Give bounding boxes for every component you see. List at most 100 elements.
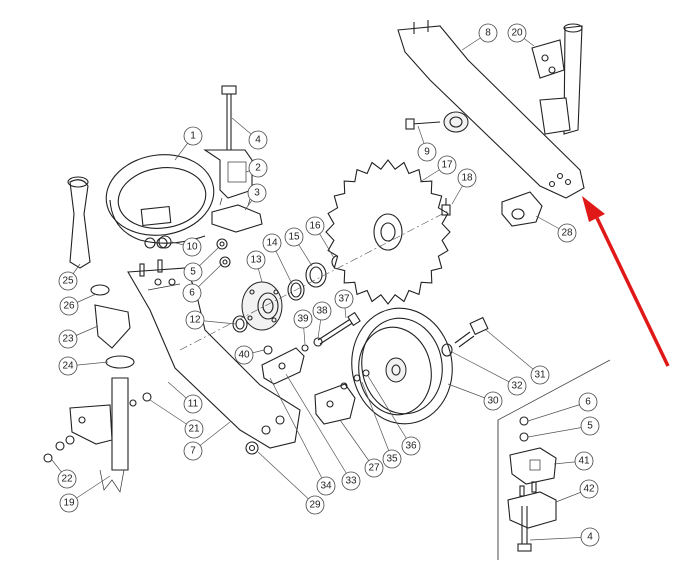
callout-19: 19 bbox=[59, 493, 79, 513]
callout-10: 10 bbox=[182, 237, 202, 257]
inset-callout-4-circle bbox=[580, 527, 600, 547]
callout-2-label: 2 bbox=[255, 163, 261, 174]
inset-callout-41-circle bbox=[574, 451, 594, 471]
callout-3: 3 bbox=[247, 183, 267, 203]
callout-7: 7 bbox=[183, 441, 203, 461]
callout-22-label: 22 bbox=[61, 474, 73, 485]
callout-12-circle bbox=[185, 310, 205, 330]
arm-bolt-set bbox=[263, 311, 361, 355]
inset-callout-6-leader bbox=[527, 401, 589, 422]
highlight-arrow bbox=[582, 196, 670, 367]
callout-6: 6 bbox=[182, 283, 202, 303]
callout-19-circle bbox=[59, 493, 79, 513]
callout-27-label: 27 bbox=[368, 463, 380, 474]
callout-14-circle bbox=[262, 233, 282, 253]
callout-4: 4 bbox=[248, 130, 268, 150]
callout-2-circle bbox=[248, 158, 268, 178]
callout-27-circle bbox=[364, 458, 384, 478]
callout-16-circle bbox=[305, 216, 325, 236]
inset-callout-42-label: 42 bbox=[583, 484, 595, 495]
upper-brackets bbox=[203, 85, 263, 233]
callout-1: 1 bbox=[183, 126, 203, 146]
callout-8-circle bbox=[478, 23, 498, 43]
callout-32-label: 32 bbox=[511, 381, 523, 392]
callout-37: 37 bbox=[334, 289, 354, 309]
callout-33-circle bbox=[341, 471, 361, 491]
callout-21: 21 bbox=[184, 419, 204, 439]
callout-33-label: 33 bbox=[345, 476, 357, 487]
callout-28: 28 bbox=[557, 223, 577, 243]
callout-22-circle bbox=[57, 469, 77, 489]
callout-34: 34 bbox=[316, 476, 336, 496]
callout-33-leader bbox=[285, 373, 352, 482]
callout-31-leader bbox=[485, 329, 541, 376]
callout-26: 26 bbox=[59, 296, 79, 316]
callout-35-circle bbox=[382, 449, 402, 469]
inset-callout-4-label: 4 bbox=[587, 532, 593, 543]
callout-9-label: 9 bbox=[424, 147, 430, 158]
callout-2: 2 bbox=[248, 158, 268, 178]
callout-24-circle bbox=[58, 356, 78, 376]
callout-23-circle bbox=[58, 329, 78, 349]
callout-15-label: 15 bbox=[288, 232, 300, 243]
callout-39-label: 39 bbox=[297, 314, 309, 325]
callout-17: 17 bbox=[437, 155, 457, 175]
inset-callout-42-circle bbox=[579, 479, 599, 499]
callout-4-circle bbox=[248, 130, 268, 150]
inset-callout-41: 41 bbox=[574, 451, 594, 471]
hardware-stack bbox=[158, 235, 231, 268]
seed-tube-assembly bbox=[43, 176, 152, 493]
callout-38-circle bbox=[312, 301, 332, 321]
callout-40: 40 bbox=[234, 345, 254, 365]
callout-6-circle bbox=[182, 283, 202, 303]
callout-40-label: 40 bbox=[238, 350, 250, 361]
callout-13-label: 13 bbox=[250, 255, 262, 266]
callout-21-circle bbox=[184, 419, 204, 439]
disc-bolt bbox=[441, 198, 451, 216]
callout-18-circle bbox=[457, 168, 477, 188]
callout-31-label: 31 bbox=[534, 370, 546, 381]
callout-26-circle bbox=[59, 296, 79, 316]
closing-wheel bbox=[351, 307, 453, 425]
callout-30-label: 30 bbox=[487, 396, 499, 407]
callout-25-circle bbox=[58, 271, 78, 291]
callout-6-label: 6 bbox=[189, 288, 195, 299]
callout-11: 11 bbox=[183, 394, 203, 414]
inset-callout-6-label: 6 bbox=[585, 397, 591, 408]
callout-33: 33 bbox=[341, 471, 361, 491]
callout-17-label: 17 bbox=[441, 160, 453, 171]
callout-20-circle bbox=[507, 23, 527, 43]
callout-38-label: 38 bbox=[316, 306, 328, 317]
upper-arm-assembly bbox=[397, 20, 585, 227]
callout-14: 14 bbox=[262, 233, 282, 253]
callout-balloons: 1234567891011121314151617181920212223242… bbox=[57, 23, 600, 547]
callout-10-label: 10 bbox=[186, 242, 198, 253]
lower-nut bbox=[245, 441, 259, 455]
callout-3-label: 3 bbox=[254, 188, 260, 199]
callout-18-label: 18 bbox=[461, 173, 473, 184]
callout-15-circle bbox=[284, 227, 304, 247]
callout-36-leader bbox=[367, 375, 412, 447]
callout-28-label: 28 bbox=[561, 228, 573, 239]
callout-35: 35 bbox=[382, 449, 402, 469]
callout-24: 24 bbox=[58, 356, 78, 376]
callout-25: 25 bbox=[58, 271, 78, 291]
inset-callout-5-leader bbox=[527, 425, 591, 438]
inset-callout-5-circle bbox=[580, 416, 600, 436]
callout-15: 15 bbox=[284, 227, 304, 247]
callout-26-label: 26 bbox=[63, 301, 75, 312]
callout-24-label: 24 bbox=[62, 361, 74, 372]
callout-11-label: 11 bbox=[188, 399, 199, 410]
inset-callout-41-label: 41 bbox=[578, 456, 590, 467]
callout-7-circle bbox=[183, 441, 203, 461]
notched-disc bbox=[179, 159, 451, 351]
inset-subassembly bbox=[497, 359, 611, 560]
callout-11-circle bbox=[183, 394, 203, 414]
callout-31-circle bbox=[530, 365, 550, 385]
inset-callout-4-leader bbox=[529, 536, 591, 541]
inset-callout-4: 4 bbox=[580, 527, 600, 547]
callout-32: 32 bbox=[507, 376, 527, 396]
callout-27: 27 bbox=[364, 458, 384, 478]
callout-8-label: 8 bbox=[485, 28, 491, 39]
